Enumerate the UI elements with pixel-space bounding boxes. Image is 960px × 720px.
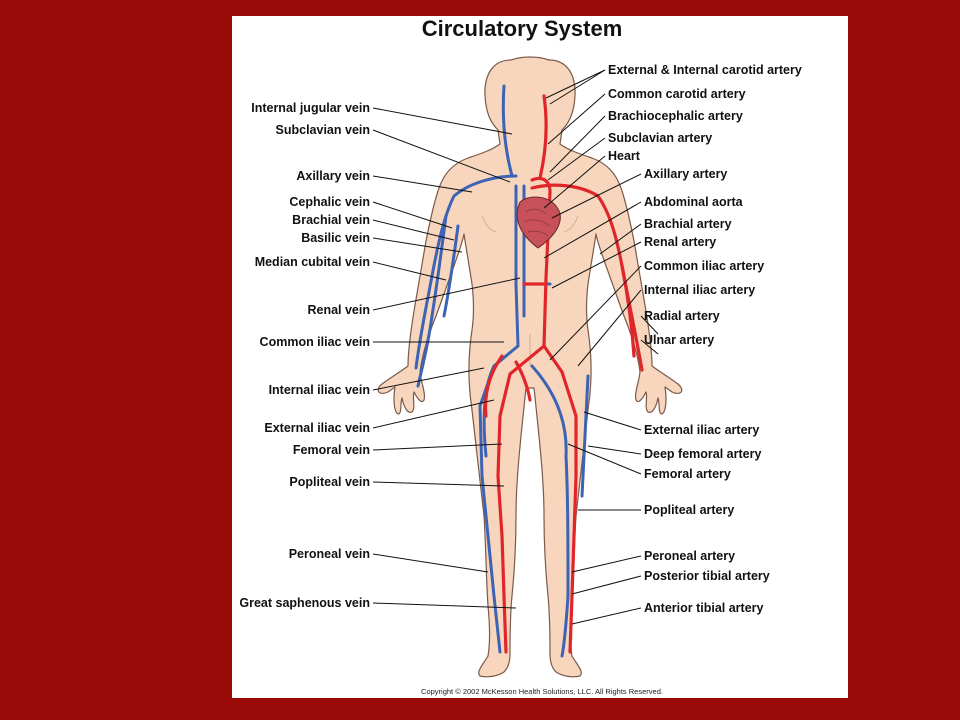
label-right: Common iliac artery [644, 259, 764, 273]
leader-line [543, 155, 606, 209]
leader-line [372, 175, 473, 193]
diagram-panel: Circulatory System [232, 16, 848, 698]
label-right: Internal iliac artery [644, 283, 755, 297]
label-right: Renal artery [644, 235, 716, 249]
label-left: Popliteal vein [289, 475, 370, 489]
label-right: External iliac artery [644, 423, 759, 437]
leader-line [549, 115, 606, 173]
label-right: Subclavian artery [608, 131, 712, 145]
copyright-notice: Copyright © 2002 McKesson Health Solutio… [421, 687, 663, 696]
circulatory-diagram: Circulatory System [239, 16, 802, 696]
leader-line [543, 201, 642, 259]
label-left: Internal iliac vein [269, 383, 370, 397]
leader-line [549, 69, 606, 105]
label-right: Common carotid artery [608, 87, 746, 101]
leader-line [640, 339, 659, 355]
label-left: Femoral vein [293, 443, 370, 457]
leader-line [571, 607, 642, 625]
label-right: Anterior tibial artery [644, 601, 764, 615]
label-left: External iliac vein [264, 421, 370, 435]
leader-line [372, 553, 489, 573]
label-left: Subclavian vein [276, 123, 370, 137]
label-right: Popliteal artery [644, 503, 734, 517]
leader-line [372, 602, 517, 609]
leader-line [547, 137, 606, 181]
label-right: Brachiocephalic artery [608, 109, 743, 123]
leader-line [372, 107, 513, 135]
leader-line [372, 481, 505, 487]
leader-line [372, 261, 447, 281]
label-right: External & Internal carotid artery [608, 63, 802, 77]
label-right: Brachial artery [644, 217, 732, 231]
leader-line [640, 315, 659, 335]
label-right: Axillary artery [644, 167, 727, 181]
label-right: Peroneal artery [644, 549, 735, 563]
label-right: Femoral artery [644, 467, 731, 481]
leader-line [372, 367, 485, 391]
leader-line [567, 443, 642, 475]
leader-line [372, 201, 453, 229]
leader-line [599, 223, 642, 255]
label-right: Posterior tibial artery [644, 569, 770, 583]
label-right: Radial artery [644, 309, 720, 323]
label-right: Heart [608, 149, 641, 163]
label-right: Abdominal aorta [644, 195, 744, 209]
body-detail-lines [481, 215, 579, 366]
leader-line [571, 575, 642, 595]
label-left: Cephalic vein [289, 195, 370, 209]
leader-line [571, 555, 642, 573]
label-left: Basilic vein [301, 231, 370, 245]
label-right: Ulnar artery [644, 333, 714, 347]
leader-line [372, 277, 521, 311]
leader-line [551, 173, 642, 219]
label-left: Great saphenous vein [239, 596, 370, 610]
label-left: Internal jugular vein [251, 101, 370, 115]
label-left: Renal vein [307, 303, 370, 317]
leader-line [549, 265, 642, 361]
right-labels: External & Internal carotid arteryCommon… [543, 63, 802, 625]
label-left: Brachial vein [292, 213, 370, 227]
label-right: Deep femoral artery [644, 447, 761, 461]
diagram-title: Circulatory System [422, 16, 623, 41]
leader-line [583, 411, 642, 431]
label-left: Axillary vein [296, 169, 370, 183]
leader-line [372, 219, 455, 241]
leader-line [547, 93, 606, 145]
label-left: Median cubital vein [255, 255, 370, 269]
leader-line [372, 443, 503, 451]
leader-line [551, 241, 642, 289]
arteries [483, 94, 644, 654]
label-left: Peroneal vein [289, 547, 370, 561]
leader-line [577, 289, 642, 367]
leader-line [587, 445, 642, 455]
leader-line [372, 129, 511, 183]
leader-line [372, 399, 495, 429]
leader-line [372, 237, 463, 253]
heart [516, 196, 561, 249]
label-left: Common iliac vein [260, 335, 370, 349]
leader-line [545, 69, 606, 99]
